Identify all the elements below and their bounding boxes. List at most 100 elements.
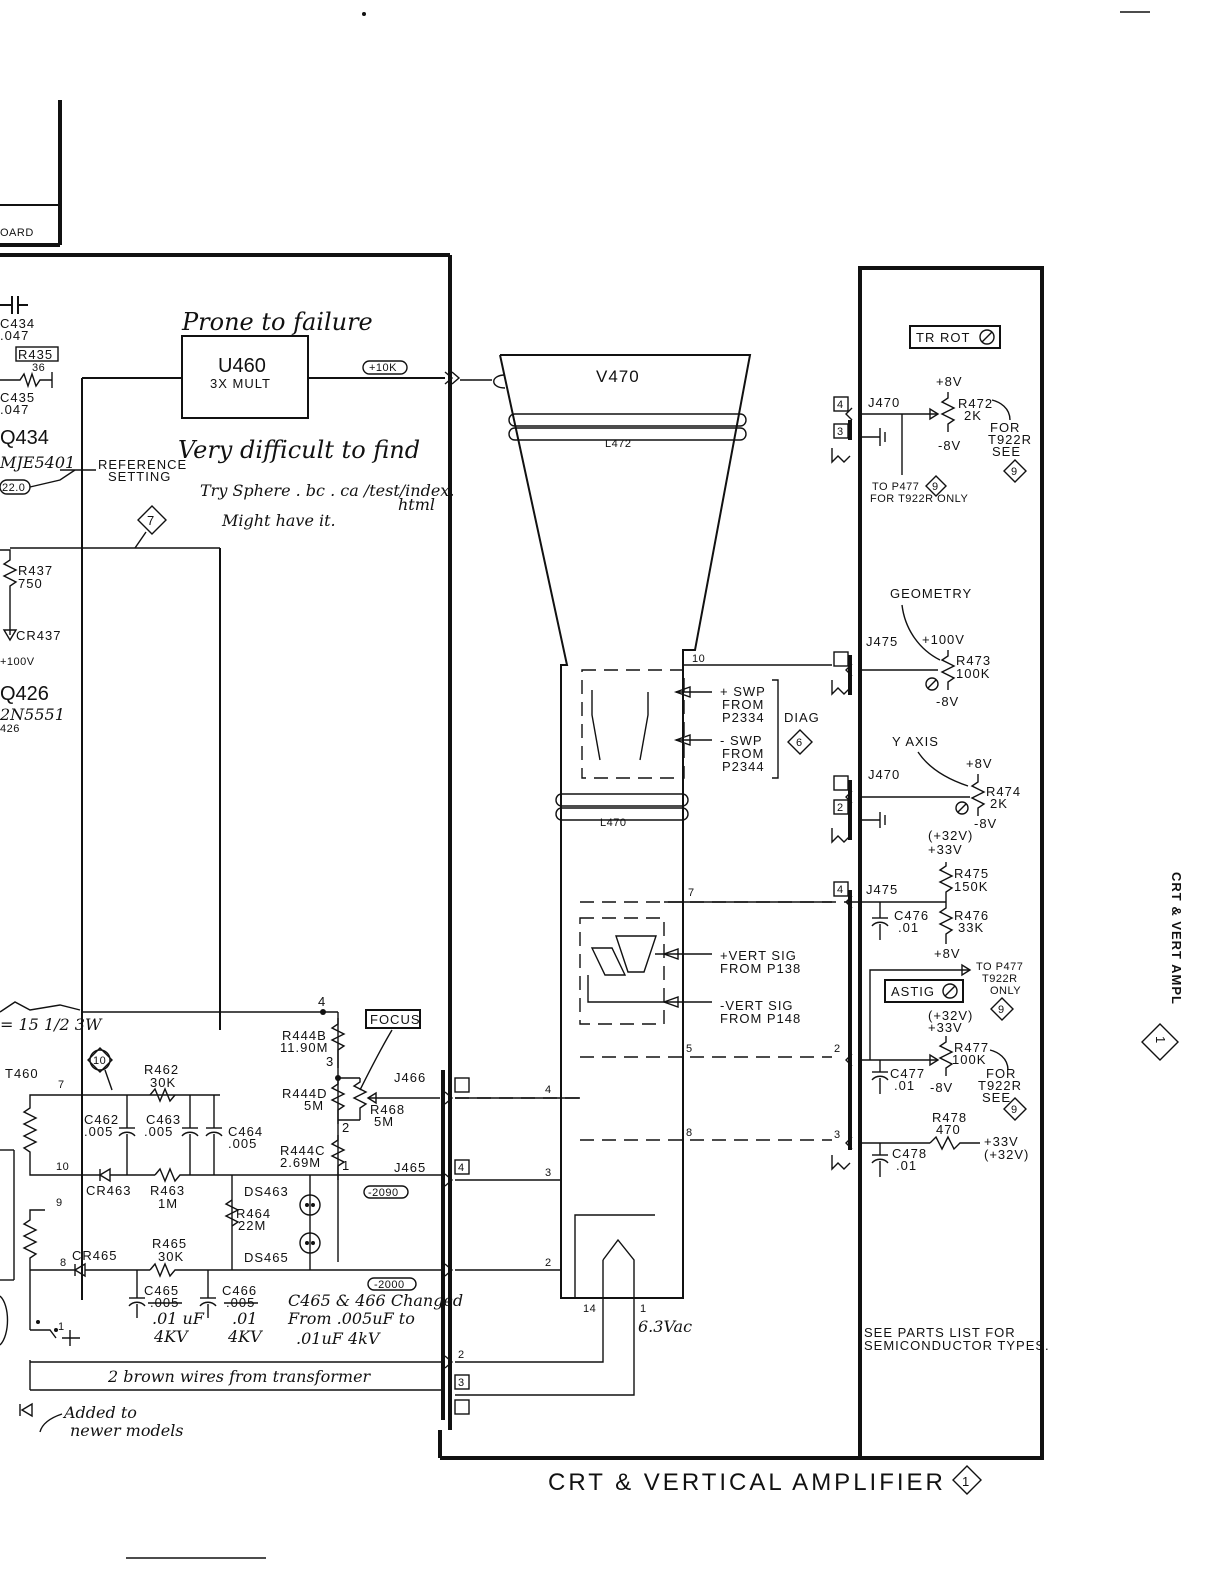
marker-6: 6 bbox=[796, 737, 803, 749]
minus8v-a: -8V bbox=[938, 438, 961, 453]
r444c-label: R444C bbox=[280, 1143, 325, 1158]
hand-c465-note-2: From .005uF to bbox=[287, 1309, 415, 1328]
plus100v-label: +100V bbox=[922, 632, 965, 647]
see-b: SEE bbox=[982, 1090, 1011, 1105]
u460-sublabel: 3X MULT bbox=[210, 376, 271, 391]
astig-bias-network: J475 R475 150K C476 .01 R476 33K +8V bbox=[860, 862, 989, 961]
cr437-label: CR437 bbox=[16, 628, 61, 643]
c462-value: .005 bbox=[84, 1124, 113, 1139]
c462-label: C462 bbox=[84, 1112, 119, 1127]
marker-9-c: 9 bbox=[998, 1004, 1005, 1016]
reference-setting: REFERENCE SETTING bbox=[60, 457, 187, 484]
marker-7-diamond: 7 bbox=[134, 505, 167, 549]
horizontal-deflection-plates: + SWP FROM P2334 - SWP FROM P2344 DIAG 6 bbox=[581, 669, 819, 779]
scan-dot bbox=[362, 12, 366, 16]
parts-note-1: SEE PARTS LIST FOR bbox=[864, 1325, 1016, 1340]
hand-very-difficult: Very difficult to find bbox=[178, 436, 420, 464]
q434-part: MJE5401 bbox=[0, 453, 75, 472]
c464-label: C464 bbox=[228, 1124, 263, 1139]
focus-node-1: 1 bbox=[342, 1158, 350, 1173]
only-label: ONLY bbox=[990, 985, 1021, 997]
pin-10: 10 bbox=[692, 653, 705, 665]
c466-label: C466 bbox=[222, 1283, 257, 1298]
r437-label: R437 bbox=[18, 563, 53, 578]
r472-label: R472 bbox=[958, 396, 993, 411]
hand-c465-note-1: C465 & 466 Changed bbox=[288, 1291, 463, 1310]
t460-pin-8: 8 bbox=[60, 1257, 67, 1269]
r444b-label: R444B bbox=[282, 1028, 327, 1043]
plus10k-tag: +10K bbox=[369, 362, 397, 374]
left-partial-components: C434 .047 R435 36 C435 .047 Q434 MJE5401… bbox=[0, 296, 220, 1034]
r475-value: 150K bbox=[954, 879, 988, 894]
r475-label: R475 bbox=[954, 866, 989, 881]
pin-1: 1 bbox=[640, 1303, 647, 1315]
r463-label: R463 bbox=[150, 1183, 185, 1198]
t460-pin-10: 10 bbox=[56, 1161, 69, 1173]
pin-7: 7 bbox=[688, 887, 695, 899]
r464-label: R464 bbox=[236, 1206, 271, 1221]
minus8v-c: -8V bbox=[974, 816, 997, 831]
plus32v-a: (+32V) bbox=[928, 828, 973, 843]
screwdriver-adjust-icon bbox=[979, 329, 995, 345]
l470-label: L470 bbox=[600, 817, 626, 829]
conn-pin-3-b: 3 bbox=[834, 1129, 841, 1141]
side-diamond-icon bbox=[1141, 1023, 1179, 1061]
r435-label: R435 bbox=[18, 347, 53, 362]
c435-value: .047 bbox=[0, 402, 29, 417]
swp-neg-3: P2344 bbox=[722, 759, 765, 774]
hand-prone-to-failure: Prone to failure bbox=[181, 308, 373, 336]
j465-label: J465 bbox=[394, 1160, 426, 1175]
swp-neg-2: FROM bbox=[722, 746, 764, 761]
swp-neg-1: - SWP bbox=[720, 733, 763, 748]
footer-number: 1 bbox=[962, 1474, 970, 1489]
parts-note-2: SEMICONDUCTOR TYPES. bbox=[864, 1338, 1050, 1353]
reference-setting-label-1: REFERENCE bbox=[98, 457, 187, 472]
swp-pos-2: FROM bbox=[722, 697, 764, 712]
r478-label: R478 bbox=[932, 1110, 967, 1125]
u460-module: U460 3X MULT +10K bbox=[81, 335, 461, 1300]
y-axis-label: Y AXIS bbox=[892, 734, 939, 749]
c466-kv: 4KV bbox=[227, 1327, 263, 1346]
pin-2: 2 bbox=[545, 1257, 552, 1269]
r463-value: 1M bbox=[158, 1196, 178, 1211]
conn-pin-3-a: 3 bbox=[837, 426, 844, 438]
c434-value: .047 bbox=[0, 328, 29, 343]
c464-value: .005 bbox=[228, 1136, 257, 1151]
r462-value: 30K bbox=[150, 1075, 176, 1090]
geometry-label: GEOMETRY bbox=[890, 586, 972, 601]
q426-label: Q426 bbox=[0, 683, 49, 705]
tr-rot-label: TR ROT bbox=[916, 330, 970, 345]
r465-label: R465 bbox=[152, 1236, 187, 1251]
vert-pos-2: FROM P138 bbox=[720, 961, 801, 976]
hand-might-have-it: Might have it. bbox=[221, 511, 336, 530]
reference-setting-label-2: SETTING bbox=[108, 469, 171, 484]
c477-value: .01 bbox=[894, 1078, 915, 1093]
focus-node-3: 3 bbox=[326, 1054, 334, 1069]
left-conn-pin-2: 2 bbox=[458, 1349, 465, 1361]
ds465-neon-icon bbox=[299, 1232, 321, 1254]
r472-value: 2K bbox=[964, 408, 982, 423]
l472-label: L472 bbox=[605, 438, 631, 450]
footer-title: CRT & VERTICAL AMPLIFIER bbox=[548, 1469, 946, 1496]
board-label: OARD bbox=[0, 227, 34, 239]
vert-neg-1: -VERT SIG bbox=[720, 998, 794, 1013]
c434-label: C434 bbox=[0, 316, 35, 331]
t922r-a: T922R bbox=[988, 432, 1032, 447]
to-p477-a: TO P477 bbox=[872, 481, 919, 493]
conn-pin-4-a: 4 bbox=[837, 399, 844, 411]
marker-10: 10 bbox=[93, 1055, 106, 1067]
r478-value: 470 bbox=[936, 1122, 961, 1137]
c466-new: .01 bbox=[232, 1309, 257, 1328]
u460-label: U460 bbox=[218, 355, 266, 377]
q434-ref: 22.0 bbox=[2, 482, 25, 494]
plus8v-b: +8V bbox=[966, 756, 993, 771]
c478-value: .01 bbox=[896, 1158, 917, 1173]
plus32v-c: (+32V) bbox=[984, 1147, 1029, 1162]
t922r-b: T922R bbox=[982, 973, 1018, 985]
t922r-c: T922R bbox=[978, 1078, 1022, 1093]
see-a: SEE bbox=[992, 444, 1021, 459]
hand-brown-wires: 2 brown wires from transformer bbox=[107, 1367, 372, 1386]
plus33v-b: +33V bbox=[928, 1020, 963, 1035]
hand-c465-note-3: .01uF 4kV bbox=[296, 1329, 381, 1348]
marker-9-a: 9 bbox=[1011, 466, 1018, 478]
